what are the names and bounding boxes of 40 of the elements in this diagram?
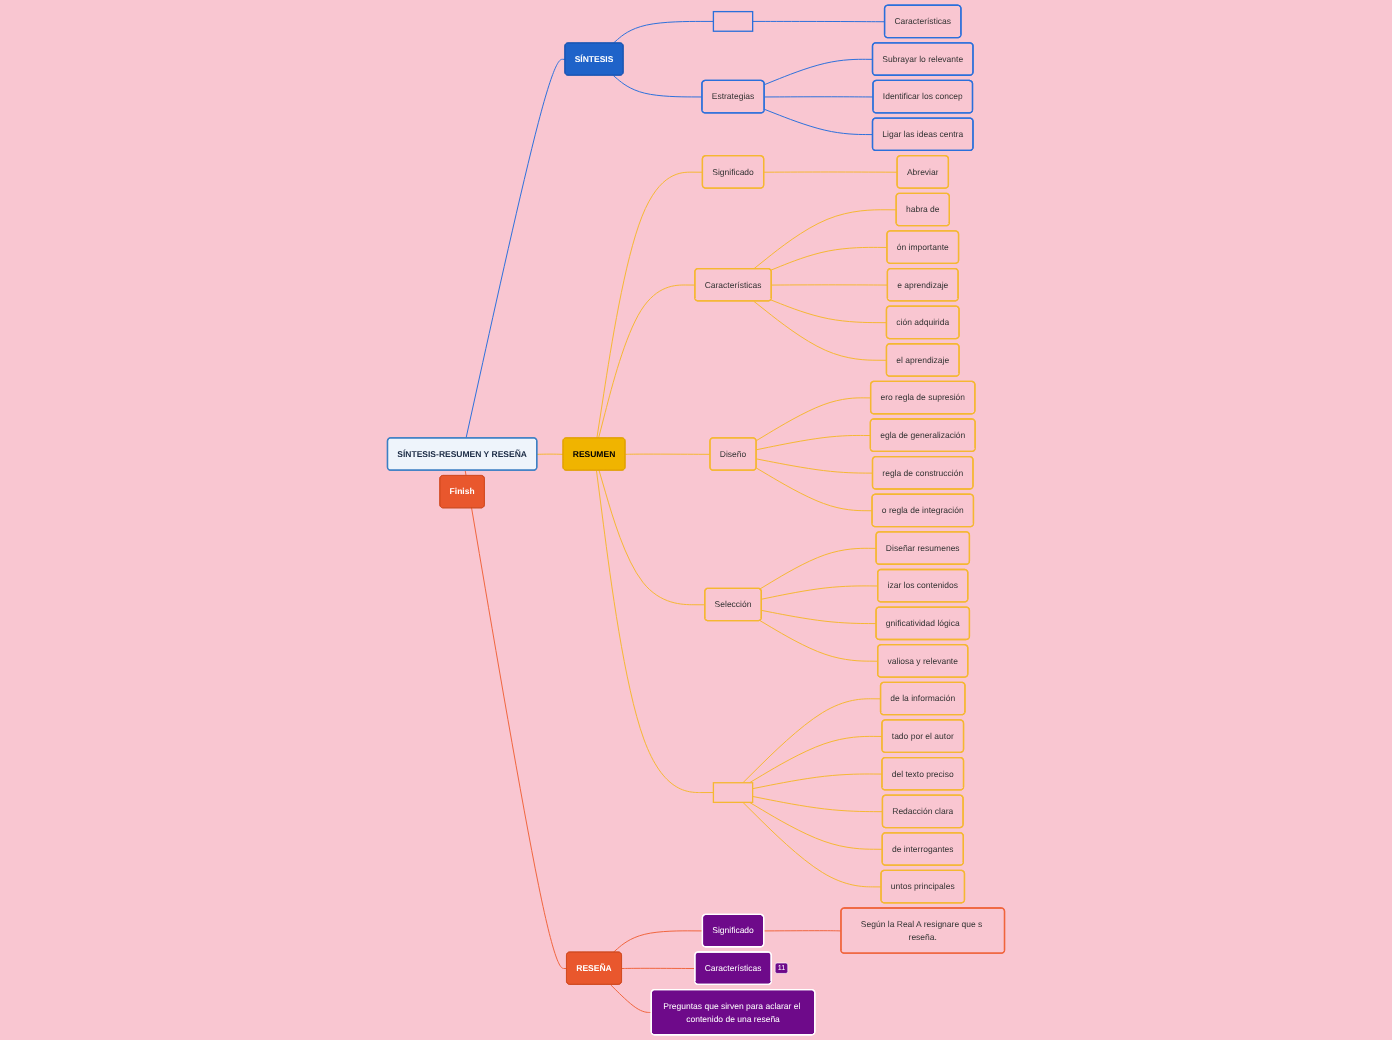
connector (752, 795, 884, 813)
connector (612, 930, 704, 953)
connector (752, 20, 886, 23)
connector (763, 96, 874, 98)
connector (755, 467, 873, 512)
connector (763, 58, 874, 86)
connector (761, 585, 879, 600)
connector (753, 300, 888, 361)
connector (749, 735, 883, 784)
connector (771, 284, 889, 286)
connector (612, 20, 714, 44)
connector (621, 967, 696, 969)
connector (759, 547, 877, 590)
connector (612, 75, 703, 98)
connector (598, 284, 696, 439)
connector (755, 458, 874, 474)
connector (763, 930, 842, 932)
connector (596, 171, 704, 439)
connector (753, 209, 897, 270)
connector (770, 246, 888, 271)
connector (763, 171, 898, 173)
connector (763, 108, 874, 136)
connector (770, 299, 888, 324)
connector (755, 397, 872, 442)
node-box (712, 10, 754, 32)
connector (742, 698, 882, 784)
connector (536, 453, 564, 455)
connector (752, 773, 883, 790)
connector (595, 470, 714, 794)
connector (464, 470, 568, 969)
connector (610, 984, 653, 1013)
node-box (712, 782, 754, 804)
connector (465, 58, 566, 439)
connector (742, 801, 882, 888)
connector (598, 470, 706, 606)
connector (624, 453, 711, 455)
connector (749, 801, 883, 850)
connector (755, 434, 872, 451)
connector (761, 609, 877, 625)
connector (759, 620, 879, 662)
